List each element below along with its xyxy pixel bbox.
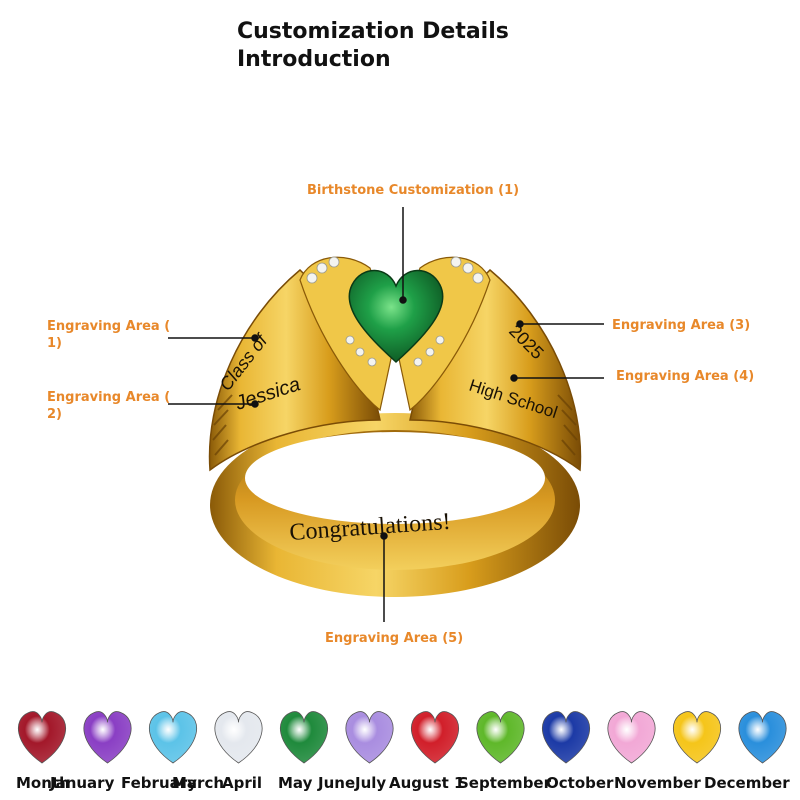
birthstone-heart-april [214, 711, 263, 764]
callout-engraving-4-text: Engraving Area (4) [616, 369, 755, 384]
month-label-july: July [355, 774, 387, 792]
callout-engraving-5-text: Engraving Area (5) [325, 631, 464, 646]
month-label-october: October [546, 774, 614, 792]
callout-engraving-1-line2: 1) [47, 336, 62, 351]
callout-birthstone-text: Birthstone Customization (1) [307, 183, 520, 198]
birthstone-heart-july [411, 711, 459, 764]
callout-engraving-2-line1: Engraving Area ( [47, 390, 171, 405]
birthstone-heart-may [280, 711, 328, 764]
callout-birthstone: Birthstone Customization (1) [307, 182, 519, 199]
month-label-december: December [704, 774, 790, 792]
birthstone-heart-february [83, 711, 132, 764]
month-label-march: March [172, 774, 225, 792]
page-title: Customization Details Introduction [237, 18, 509, 74]
callout-engraving-3-text: Engraving Area (3) [612, 318, 751, 333]
birthstone-heart-march [149, 711, 197, 764]
page-title-line2: Introduction [237, 47, 391, 72]
month-label-april: April [222, 774, 263, 792]
birthstone-heart-january [18, 711, 66, 764]
callout-engraving-1-line1: Engraving Area ( [47, 319, 171, 334]
callout-engraving-3: Engraving Area (3) [612, 317, 750, 334]
callout-engraving-5: Engraving Area (5) [325, 630, 463, 647]
birthstone-heart-august-1 [476, 711, 525, 764]
month-label-june: June [318, 774, 356, 792]
page-title-line1: Customization Details [237, 19, 509, 44]
callout-engraving-2: Engraving Area ( 2) [47, 389, 170, 423]
month-label-may: May [278, 774, 313, 792]
month-label-february: February [121, 774, 197, 792]
callout-engraving-4: Engraving Area (4) [616, 368, 754, 385]
month-label-january: January [50, 774, 115, 792]
month-label-november: November [614, 774, 701, 792]
callout-engraving-1: Engraving Area ( 1) [47, 318, 170, 352]
callout-engraving-2-line2: 2) [47, 407, 62, 422]
birthstone-heart-october [607, 711, 656, 764]
birthstone-heart-june [345, 711, 394, 764]
birthstone-heart [348, 269, 444, 364]
birthstone-heart-december [738, 711, 787, 764]
birthstone-swatch-row [18, 711, 787, 764]
birthstone-heart-november [673, 711, 721, 764]
month-label-september: September [458, 774, 551, 792]
month-label-title: Month [16, 774, 70, 792]
month-label-august-1: August 1 [389, 774, 465, 792]
birthstone-heart-september [542, 711, 590, 764]
